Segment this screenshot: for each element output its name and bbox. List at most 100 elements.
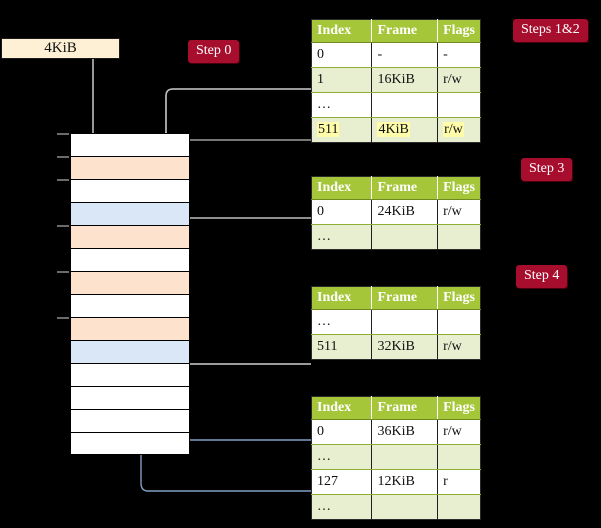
cell-index: 0 xyxy=(311,42,373,68)
memory-frame-row xyxy=(70,363,190,386)
memory-frame-row xyxy=(70,432,190,455)
highlighted-value: 511 xyxy=(317,122,340,137)
cell-frame: 36KiB xyxy=(371,419,439,445)
column-header-index: Index xyxy=(311,19,373,43)
column-header-frame: Frame xyxy=(371,286,439,310)
column-header-flags: Flags xyxy=(437,396,481,420)
column-header-frame: Frame xyxy=(371,396,439,420)
step-badge-steps-1-2: Steps 1&2 xyxy=(513,19,588,42)
physical-memory-column xyxy=(57,133,190,455)
column-header-flags: Flags xyxy=(437,286,481,310)
ellipsis-marker: … xyxy=(317,97,332,112)
memory-frame-row xyxy=(57,179,190,202)
cell-frame xyxy=(371,92,439,118)
cell-frame xyxy=(371,494,439,520)
table-row: … xyxy=(311,224,481,250)
highlighted-value: 4KiB xyxy=(377,122,410,137)
ellipsis-marker: … xyxy=(317,314,332,329)
column-header-index: Index xyxy=(311,286,373,310)
cell-index: 0 xyxy=(311,419,373,445)
memory-frame-row xyxy=(70,248,190,271)
memory-frame-row xyxy=(70,340,190,363)
column-header-frame: Frame xyxy=(371,176,439,200)
step-badge-step-3: Step 3 xyxy=(521,158,573,181)
memory-frame-row xyxy=(57,271,190,294)
cell-index: 511 xyxy=(311,334,373,360)
table-row: … xyxy=(311,444,481,470)
cell-flags xyxy=(437,494,481,520)
cell-index: … xyxy=(311,224,373,250)
cell-flags: r/w xyxy=(437,419,481,445)
memory-frame-row xyxy=(57,317,190,340)
ellipsis-marker: … xyxy=(317,229,332,244)
cell-frame xyxy=(371,224,439,250)
cell-frame: 16KiB xyxy=(371,67,439,93)
step-badge-step-0: Step 0 xyxy=(188,40,240,63)
cell-index: … xyxy=(311,92,373,118)
column-header-index: Index xyxy=(311,176,373,200)
cell-flags xyxy=(437,224,481,250)
memory-frame-row xyxy=(70,386,190,409)
memory-frame-row xyxy=(70,409,190,432)
cell-flags: r/w xyxy=(437,117,481,143)
frame-tick-mark xyxy=(57,317,69,319)
frame-tick-mark xyxy=(57,271,69,273)
memory-frame-row xyxy=(70,202,190,225)
cell-index: 0 xyxy=(311,199,373,225)
frame-tick-mark xyxy=(57,225,69,227)
cell-frame: 24KiB xyxy=(371,199,439,225)
cell-index: … xyxy=(311,309,373,335)
table-row: 511 4KiB r/w xyxy=(311,117,481,143)
ellipsis-marker: … xyxy=(317,499,332,514)
cell-flags: r/w xyxy=(437,67,481,93)
column-header-flags: Flags xyxy=(437,19,481,43)
cell-index: 511 xyxy=(311,117,373,143)
memory-frame-row xyxy=(57,225,190,248)
cell-flags xyxy=(437,309,481,335)
memory-frame-row xyxy=(57,133,190,156)
table-row: … xyxy=(311,309,481,335)
cell-frame xyxy=(371,309,439,335)
cell-flags xyxy=(437,444,481,470)
table-row: 0-- xyxy=(311,42,481,68)
virtual-address-box: 4KiB xyxy=(1,38,120,59)
cell-flags: r xyxy=(437,469,481,495)
table-row: … xyxy=(311,494,481,520)
cell-frame: 4KiB xyxy=(371,117,439,143)
cell-frame: 12KiB xyxy=(371,469,439,495)
memory-frame-row xyxy=(70,294,190,317)
column-header-frame: Frame xyxy=(371,19,439,43)
cell-frame: 32KiB xyxy=(371,334,439,360)
ellipsis-marker: … xyxy=(317,449,332,464)
frame-tick-mark xyxy=(57,179,69,181)
column-header-flags: Flags xyxy=(437,176,481,200)
cell-index: … xyxy=(311,494,373,520)
highlighted-value: r/w xyxy=(443,122,464,137)
step-badge-step-4: Step 4 xyxy=(516,265,568,288)
memory-frame-row xyxy=(57,156,190,179)
cell-index: … xyxy=(311,444,373,470)
virtual-address-label: 4KiB xyxy=(44,40,77,56)
cell-frame xyxy=(371,444,439,470)
cell-index: 127 xyxy=(311,469,373,495)
frame-tick-mark xyxy=(57,156,69,158)
cell-flags: r/w xyxy=(437,334,481,360)
cell-flags: r/w xyxy=(437,199,481,225)
cell-index: 1 xyxy=(311,67,373,93)
cell-frame: - xyxy=(371,42,439,68)
frame-tick-mark xyxy=(57,133,69,135)
